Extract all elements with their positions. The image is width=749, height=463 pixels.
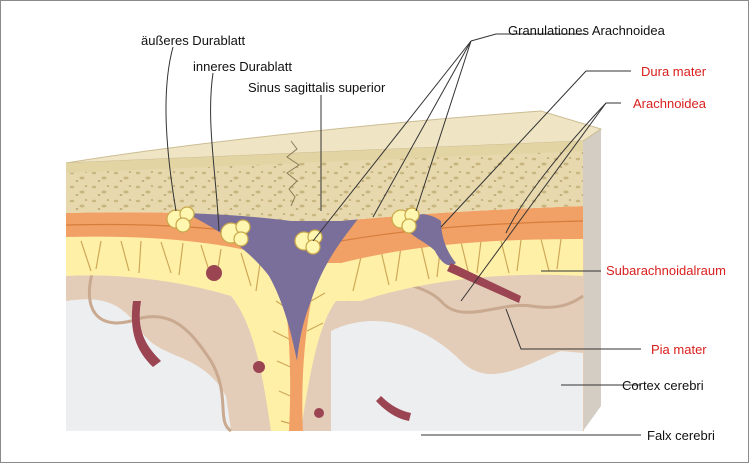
label-granulationes: Granulationes Arachnoidea [508, 23, 665, 38]
label-subarachnoidalraum: Subarachnoidalraum [606, 263, 726, 278]
label-sinus: Sinus sagittalis superior [248, 80, 385, 95]
label-pia-mater: Pia mater [651, 342, 707, 357]
label-inner-dura: inneres Durablatt [193, 59, 292, 74]
label-falx: Falx cerebri [647, 428, 715, 443]
label-dura-mater: Dura mater [641, 64, 706, 79]
label-arachnoidea: Arachnoidea [633, 96, 706, 111]
block-side-face [583, 129, 601, 431]
label-cortex: Cortex cerebri [622, 378, 704, 393]
label-outer-dura: äußeres Durablatt [141, 33, 245, 48]
